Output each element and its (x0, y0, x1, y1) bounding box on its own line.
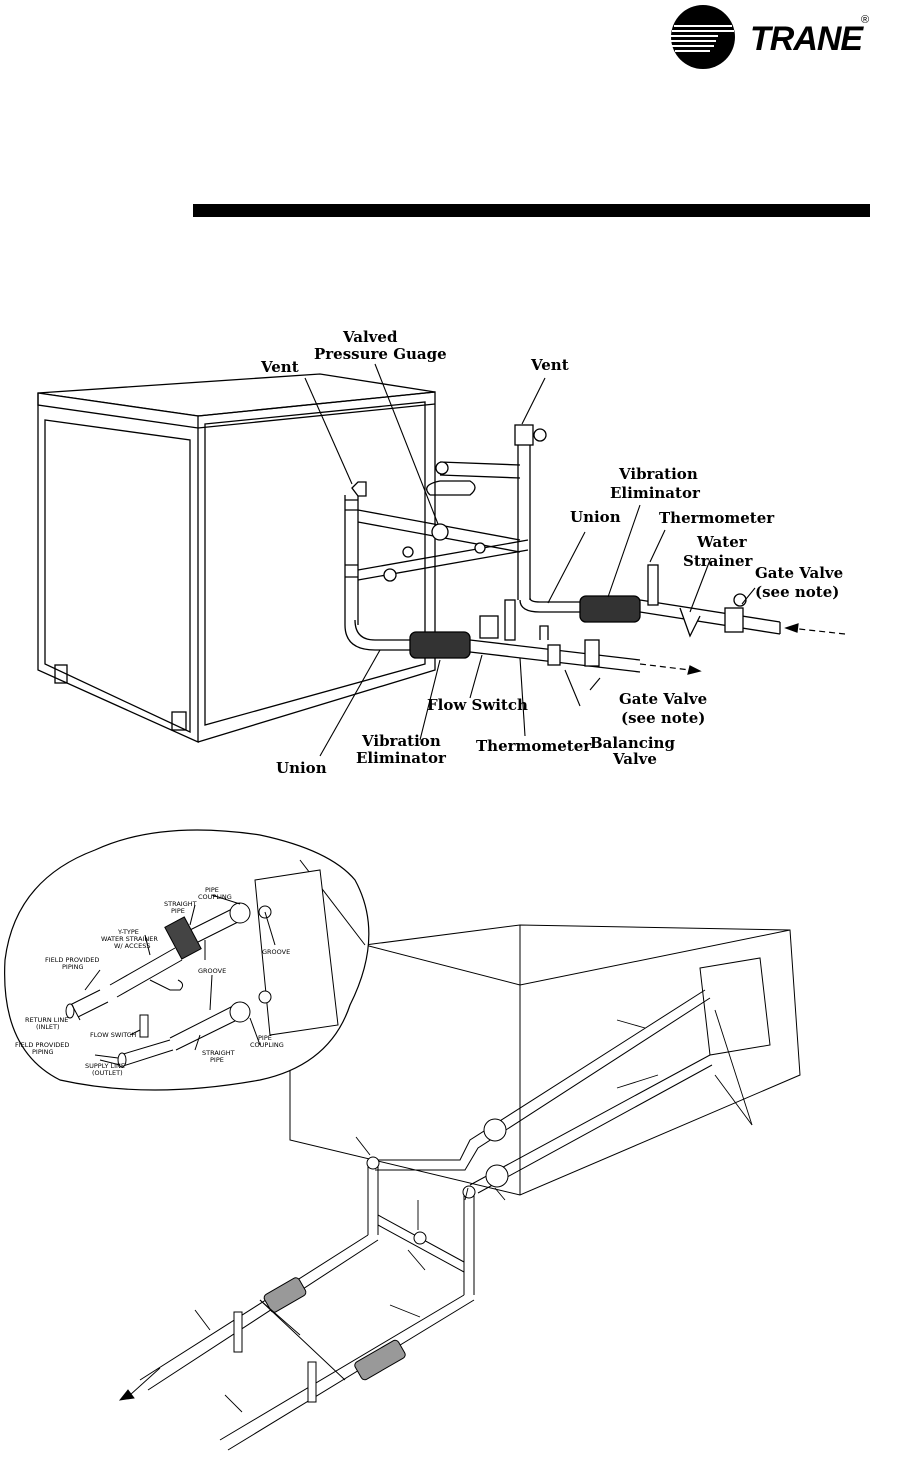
label-flow-switch: Flow Switch (427, 696, 528, 714)
inset-field-bot-2: PIPING (32, 1048, 54, 1056)
inset-straight-top-2: PIPE (171, 907, 185, 915)
inset-pipe-coupling-top-1: PIPE (205, 886, 219, 894)
inset-supply-1: SUPPLY LINE (85, 1062, 125, 1070)
figure-1-leader-lines (304, 363, 756, 757)
label-union-right: Union (570, 508, 621, 526)
label-see-note-inlet: (see note) (755, 583, 839, 601)
figure-2-leader-lines (118, 1009, 753, 1413)
registered-mark: ® (861, 14, 870, 26)
inset-supply-2: (OUTLET) (92, 1069, 123, 1077)
trane-logo: TRANE ® (658, 0, 908, 72)
inset-ystrainer-2: WATER STRAINER (101, 935, 158, 943)
label-vibration-right: Vibration (618, 465, 698, 483)
inset-field-bot-1: FIELD PROVIDED (15, 1041, 69, 1049)
inset-field-top-2: PIPING (62, 963, 84, 971)
inset-straight-top-1: STRAIGHT (164, 900, 197, 908)
label-valve: Valve (612, 750, 657, 768)
figure-1-unit-piping (37, 373, 781, 744)
inset-return-2: (INLET) (36, 1023, 60, 1031)
inset-straight-bot-2: PIPE (210, 1056, 224, 1064)
inset-straight-bot-1: STRAIGHT (202, 1049, 235, 1057)
inset-pipe-coupling-bot-2: COUPLING (250, 1041, 284, 1049)
label-strainer: Strainer (683, 552, 754, 570)
figure-2-inset-detail: PIPE COUPLING STRAIGHT PIPE Y-TYPE WATER… (4, 829, 370, 1091)
figure-1-labels: Vent Valved Pressure Guage Vent Vibratio… (260, 328, 843, 777)
label-gate-valve-outlet: Gate Valve (619, 690, 707, 708)
inset-pipe-coupling-bot-1: PIPE (258, 1034, 272, 1042)
label-eliminator-bottom: Eliminator (356, 749, 447, 767)
label-water: Water (696, 533, 748, 551)
inset-return-1: RETURN LINE (25, 1016, 68, 1024)
label-vent-right: Vent (530, 356, 569, 374)
label-vent-left: Vent (260, 358, 299, 376)
inset-groove-right: GROOVE (262, 948, 290, 956)
header-rule (193, 204, 870, 217)
inset-ystrainer-3: W/ ACCESS (114, 942, 150, 950)
inset-flow-switch: FLOW SWITCH (90, 1031, 136, 1039)
inset-pipe-coupling-top-2: COUPLING (198, 893, 232, 901)
label-union-bottom: Union (276, 759, 327, 777)
label-eliminator-right: Eliminator (610, 484, 701, 502)
label-thermometer-bottom: Thermometer (476, 737, 592, 755)
trane-globe-icon (671, 5, 735, 69)
label-thermometer-right: Thermometer (659, 509, 775, 527)
label-balancing: Balancing (590, 734, 675, 752)
brand-name: TRANE (750, 20, 863, 58)
label-see-note-outlet: (see note) (621, 709, 705, 727)
figure-2-isometric-piping (139, 924, 801, 1451)
label-valved: Valved (342, 328, 398, 346)
inset-groove-mid: GROOVE (198, 967, 226, 975)
figure-1-flow-arrows (639, 623, 846, 675)
label-gate-valve-inlet: Gate Valve (755, 564, 843, 582)
inset-ystrainer-1: Y-TYPE (117, 928, 139, 936)
label-vibration-bottom: Vibration (361, 732, 441, 750)
label-pressure-guage: Pressure Guage (314, 345, 447, 363)
inset-field-top-1: FIELD PROVIDED (45, 956, 99, 964)
